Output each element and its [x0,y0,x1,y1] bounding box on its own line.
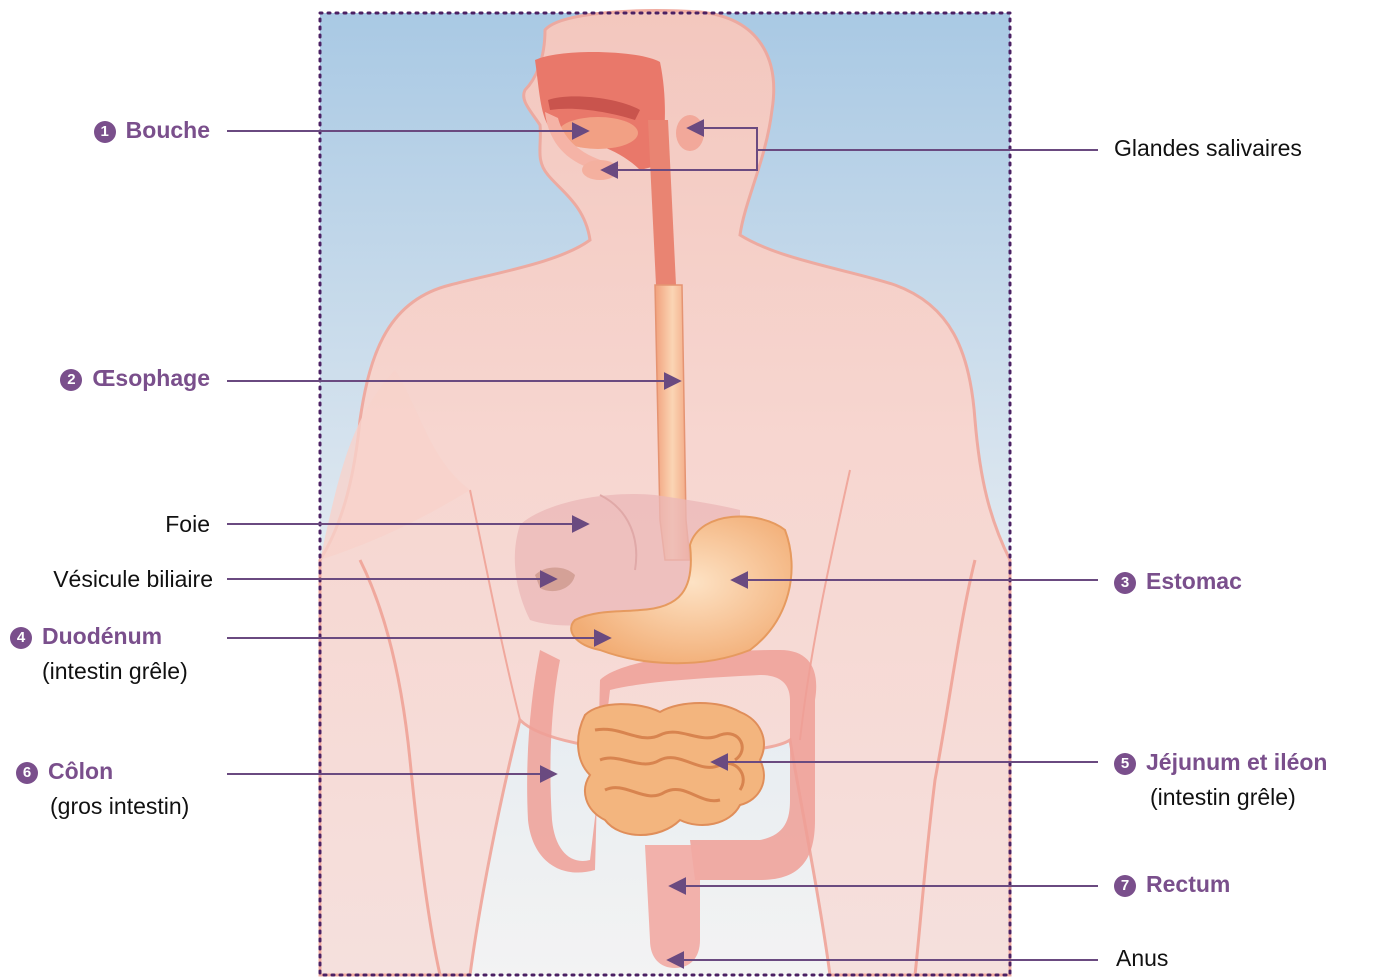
number-badge: 5 [1114,753,1136,775]
label-foie: Foie [165,511,210,537]
label-colon-sub: (gros intestin) [50,793,189,819]
number-badge: 7 [1114,875,1136,897]
label-vesicule: Vésicule biliaire [53,566,213,592]
number-badge: 6 [16,762,38,784]
label-jejunum-sub: (intestin grêle) [1150,784,1296,810]
label-duodenum-sub: (intestin grêle) [42,658,188,684]
number-badge: 1 [94,121,116,143]
label-glandes: Glandes salivaires [1114,135,1302,161]
number-badge: 2 [60,369,82,391]
number-badge: 3 [1114,572,1136,594]
label-anus: Anus [1116,945,1168,971]
number-badge: 4 [10,627,32,649]
